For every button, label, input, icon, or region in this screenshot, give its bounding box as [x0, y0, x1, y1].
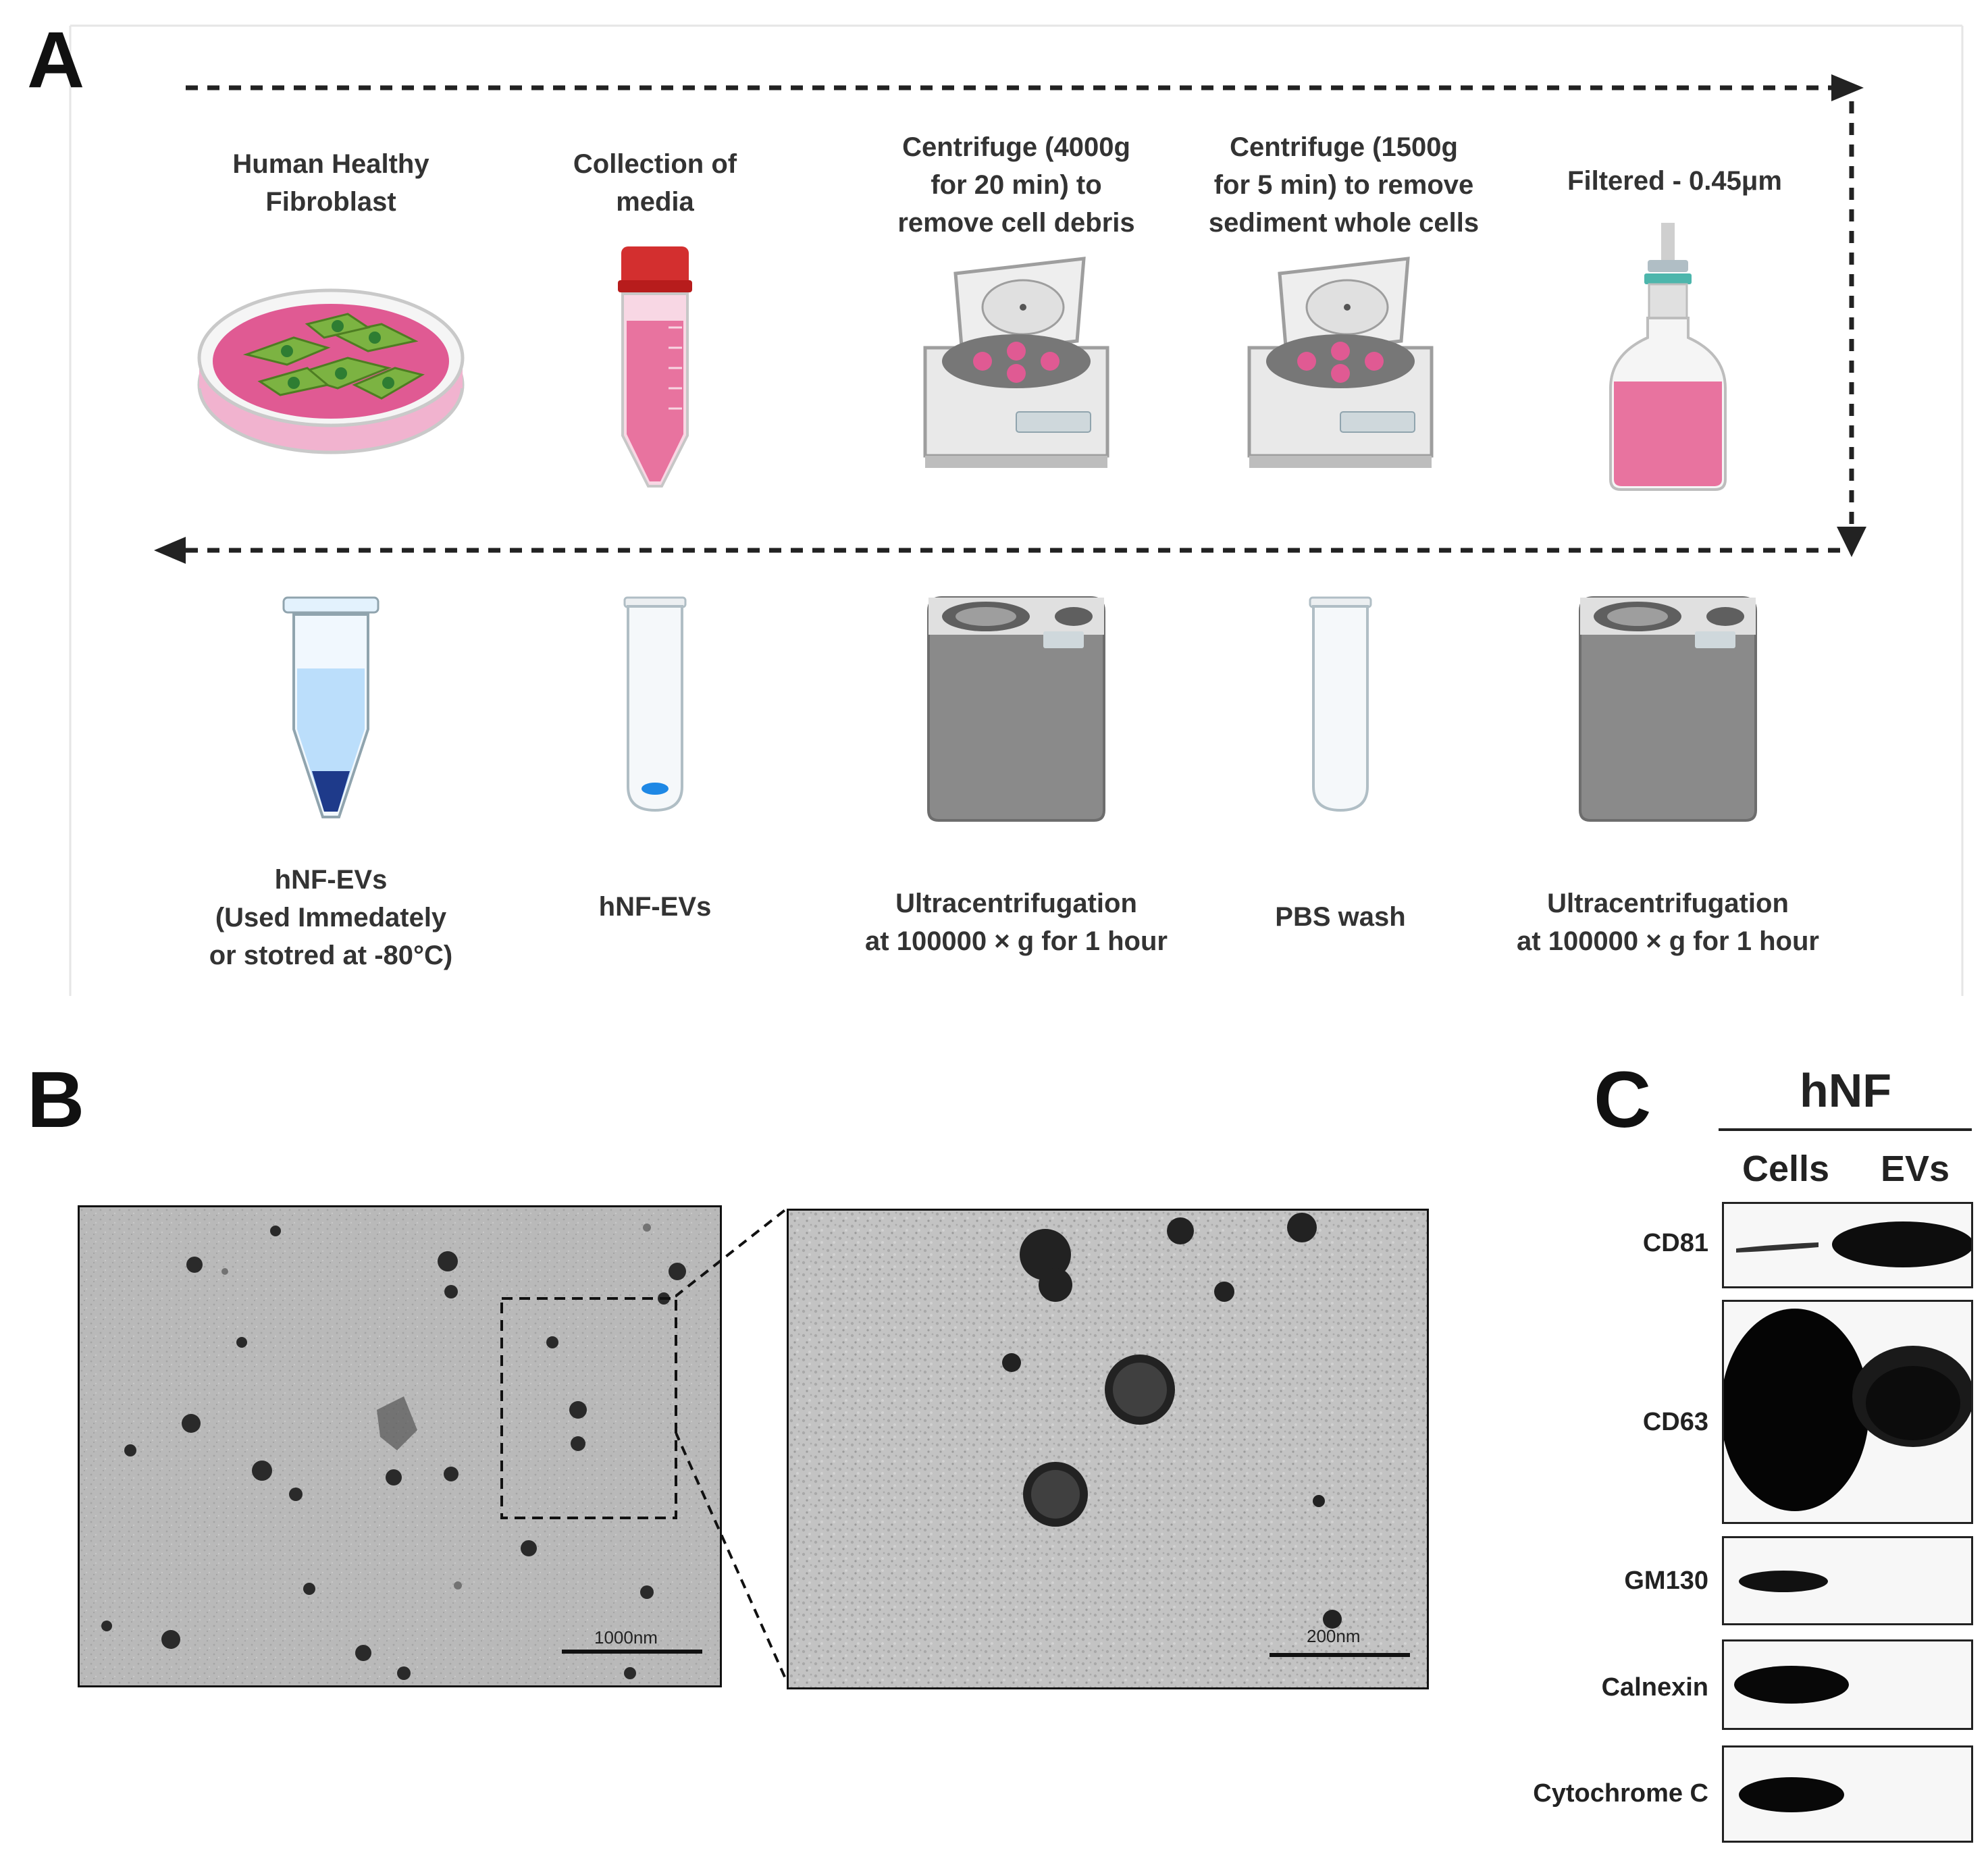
filter-bottle-icon	[1609, 223, 1727, 491]
step-label-centrifuge-1500g: Centrifuge (1500g for 5 min) to remove s…	[1208, 132, 1480, 238]
step-label-centrifuge-4000g: Centrifuge (4000g for 20 min) to remove …	[897, 132, 1135, 238]
tem-image-zoom	[787, 1209, 1429, 1689]
panel-label-a: A	[27, 16, 85, 105]
petri-dish-icon	[197, 288, 465, 454]
blot-panel-gm130	[1722, 1536, 1973, 1625]
panel-a-frame	[69, 24, 1964, 996]
ultracentrifuge-icon-2	[1579, 596, 1757, 822]
microtube-icon	[282, 596, 380, 818]
blot-column-cells: Cells	[1742, 1149, 1830, 1189]
conical-tube-icon	[618, 246, 692, 488]
blot-label-gm130: GM130	[1624, 1567, 1708, 1595]
blot-label-cytochrome-c: Cytochrome C	[1533, 1779, 1708, 1808]
empty-tube-icon	[1309, 596, 1372, 812]
ultracentrifuge-icon-1	[927, 596, 1105, 822]
benchtop-centrifuge-icon-4000g	[923, 257, 1109, 468]
benchtop-centrifuge-icon-1500g	[1247, 257, 1434, 468]
blot-group-underline	[1719, 1128, 1972, 1131]
step-label-ultracentrifugation-2: Ultracentrifugation at 100000 × g for 1 …	[865, 889, 1168, 956]
pellet-tube-icon	[623, 596, 687, 812]
scale-bar-label-zoom: 200nm	[1307, 1626, 1361, 1646]
zoom-connector-lines	[675, 1209, 788, 1681]
blot-label-cd63: CD63	[1642, 1408, 1708, 1436]
workflow-arrow-bottom	[154, 537, 1840, 564]
blot-panel-cytochrome-c	[1722, 1745, 1973, 1843]
step-label-fibroblast: Human Healthy Fibroblast	[232, 149, 429, 217]
blot-column-evs: EVs	[1881, 1149, 1950, 1189]
panel-label-b: B	[27, 1055, 85, 1145]
step-label-pbs-wash: PBS wash	[1275, 902, 1406, 932]
step-label-hnf-evs-storage: hNF-EVs (Used Immedately or stotred at -…	[209, 865, 453, 970]
blot-panel-cd63	[1722, 1300, 1973, 1524]
step-label-filter: Filtered - 0.45μm	[1567, 166, 1782, 196]
blot-label-cd81: CD81	[1642, 1229, 1708, 1257]
blot-panel-calnexin	[1722, 1639, 1973, 1730]
step-label-collection: Collection of media	[573, 149, 737, 217]
step-label-hnf-evs: hNF-EVs	[598, 892, 712, 922]
workflow-arrow-down	[1837, 101, 1866, 557]
blot-group-label: hNF	[1800, 1064, 1892, 1117]
blot-panel-cd81	[1722, 1202, 1973, 1288]
scale-bar-label-overview: 1000nm	[594, 1627, 658, 1648]
workflow-arrow-top	[186, 74, 1864, 101]
tem-image-overview	[78, 1205, 722, 1687]
blot-label-calnexin: Calnexin	[1601, 1673, 1708, 1702]
panel-label-c: C	[1594, 1055, 1652, 1145]
step-label-ultracentrifugation-1: Ultracentrifugation at 100000 × g for 1 …	[1517, 889, 1819, 956]
